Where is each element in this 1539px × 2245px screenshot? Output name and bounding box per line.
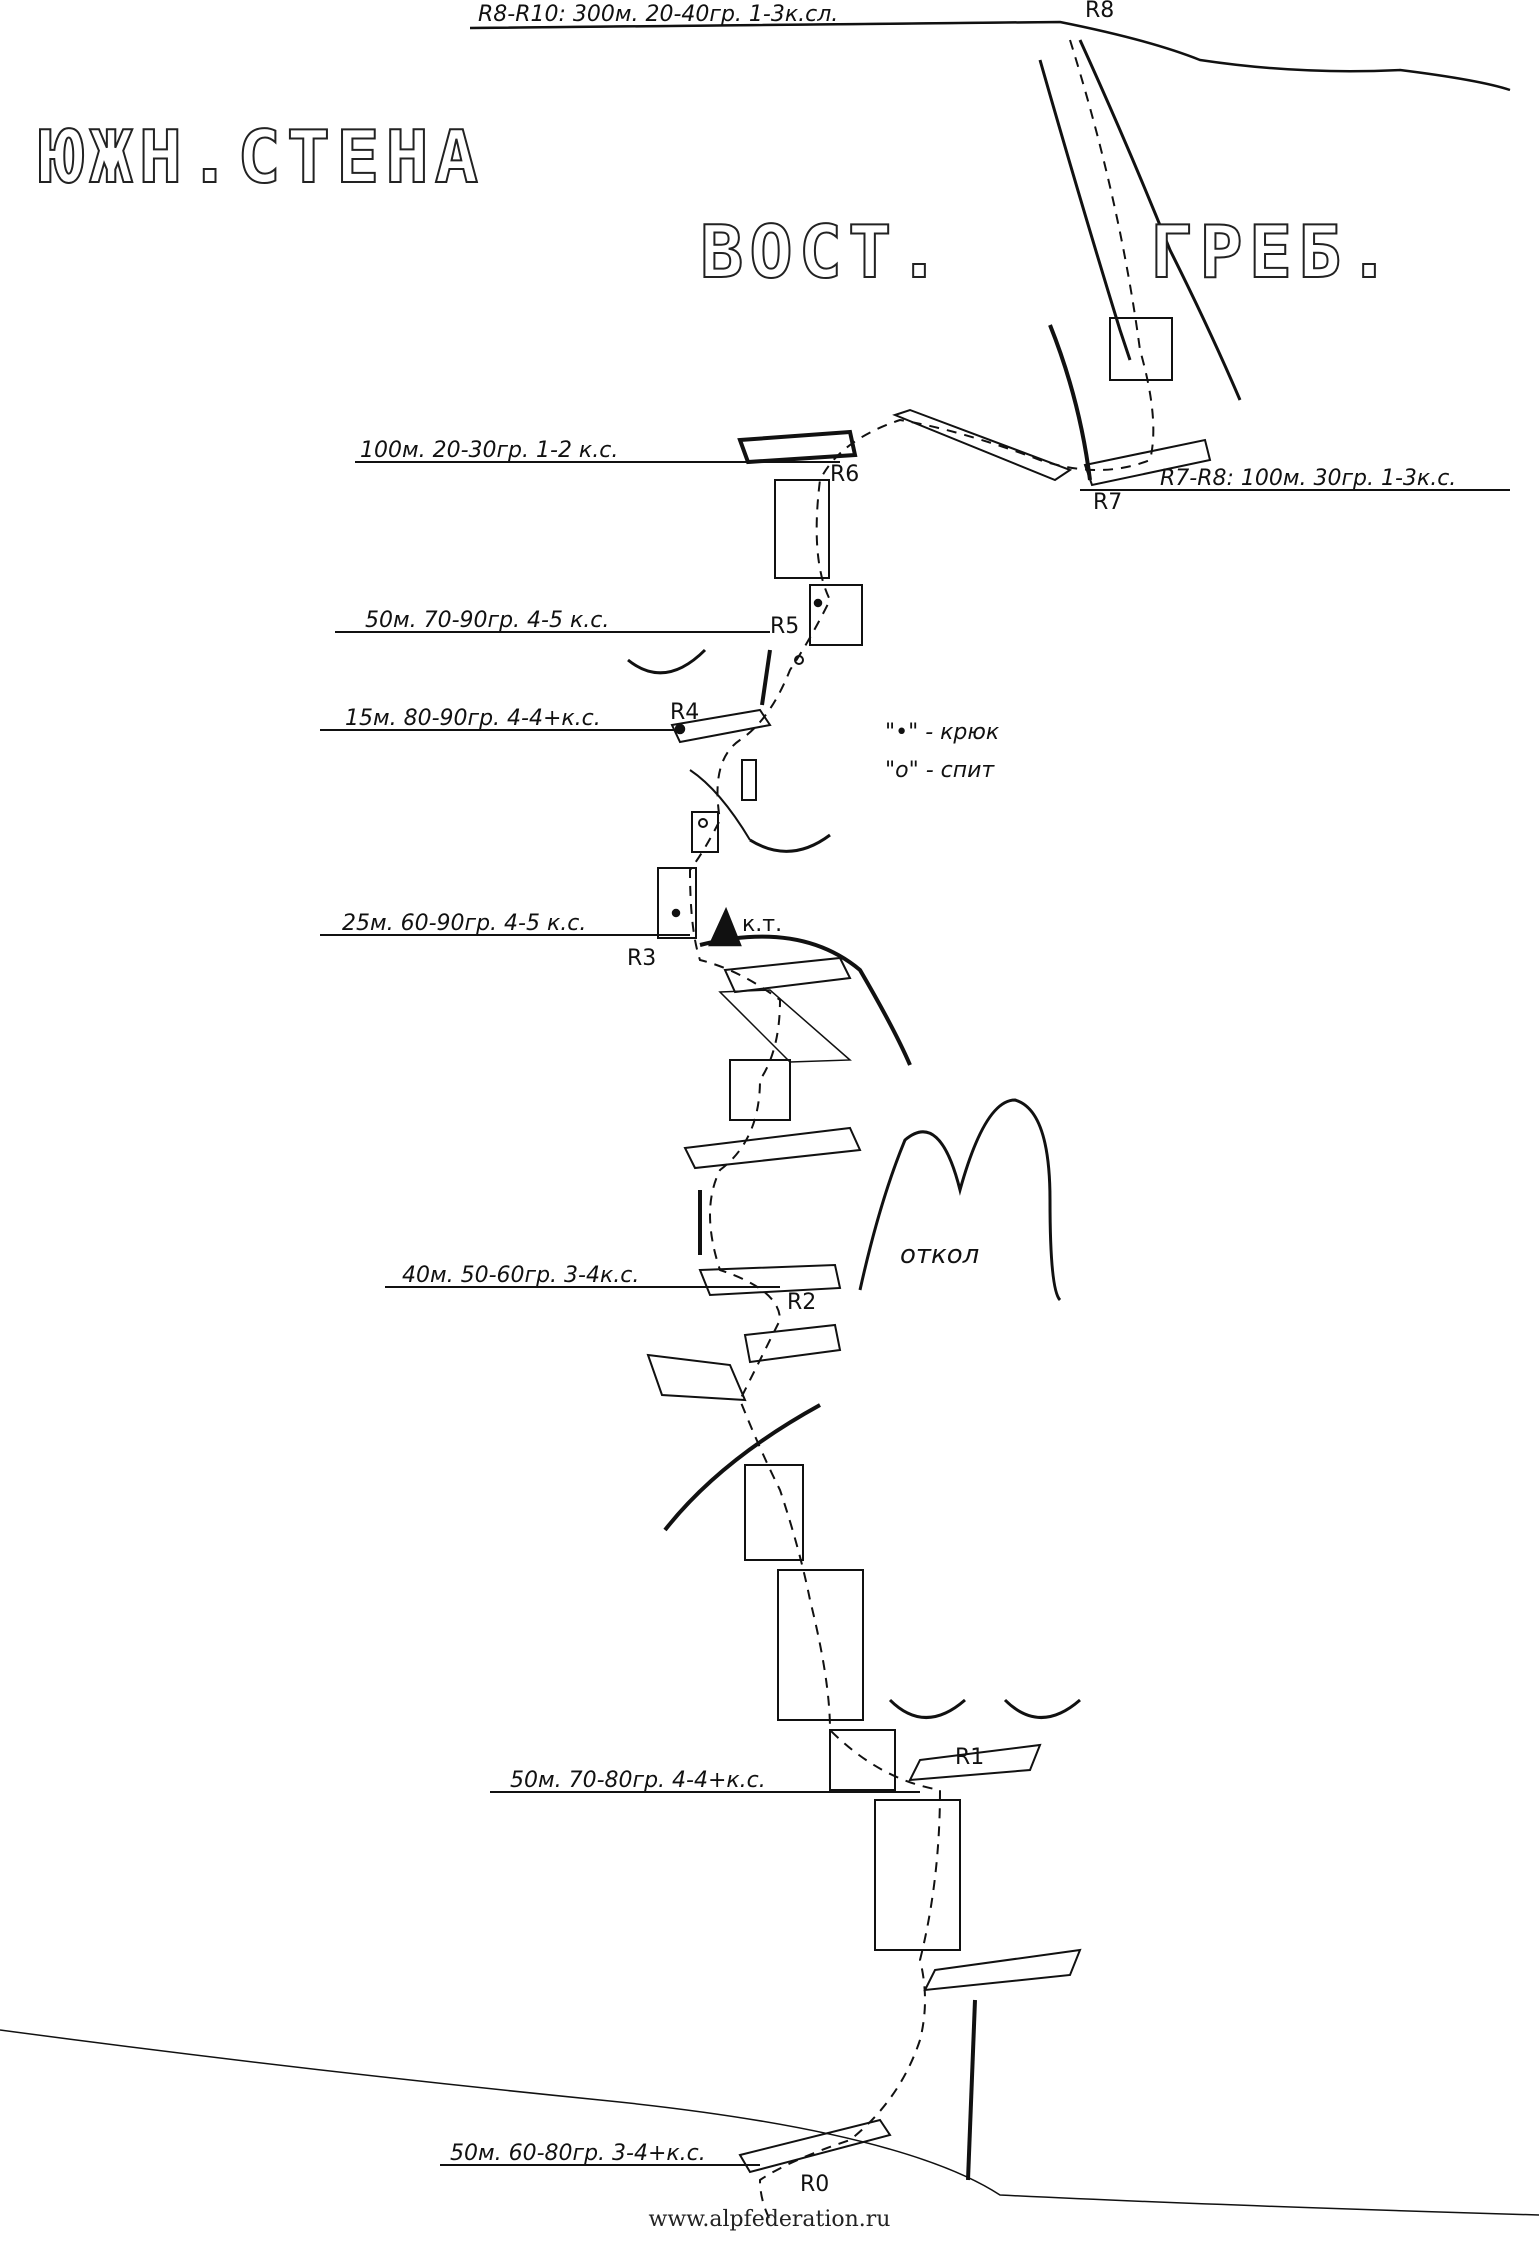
belay-r7: R7 <box>1093 490 1123 515</box>
pitch-block <box>777 1569 864 1721</box>
piton-marker <box>674 723 686 735</box>
pitch-label-r3: 25м. 60-90гр. 4-5 к.с. <box>342 911 587 936</box>
footer-url: www.alpfederation.ru <box>648 2207 891 2232</box>
pitch-label-r6: 100м. 20-30гр. 1-2 к.с. <box>360 438 619 463</box>
pitch-block <box>774 479 830 579</box>
piton-marker <box>671 908 681 918</box>
ridge-line <box>469 20 1511 92</box>
gully-left-line <box>1038 59 1132 361</box>
pitch-block <box>657 867 697 939</box>
pitch-label-r0: 50м. 60-80гр. 3-4+к.с. <box>450 2141 706 2166</box>
title-line-1: ЮЖН.СТЕНА <box>39 114 485 200</box>
control-point-marker <box>708 906 742 947</box>
gully-side-line <box>1048 324 1092 481</box>
belay-r5: R5 <box>770 614 800 639</box>
belay-r1: R1 <box>955 1745 985 1770</box>
pitch-label-r1: 50м. 70-80гр. 4-4+к.с. <box>510 1768 766 1793</box>
crack-line <box>760 649 772 706</box>
pitch-block <box>923 1948 1082 1992</box>
pitch-block <box>744 1464 804 1561</box>
arch-line <box>663 1403 821 1532</box>
pitch-block <box>908 1743 1042 1782</box>
overhang <box>749 833 831 853</box>
crack-line <box>966 1999 977 2181</box>
pitch-block <box>892 408 1073 482</box>
pitch-label-r4: 15м. 80-90гр. 4-4+к.с. <box>345 706 601 731</box>
pitch-block <box>737 429 858 465</box>
pitch-block <box>670 708 772 744</box>
belay-r0: R0 <box>800 2172 830 2197</box>
overhang <box>888 1698 966 1719</box>
pitch-block <box>729 1059 791 1121</box>
piton-marker <box>813 598 823 608</box>
gully-right-line <box>1078 39 1242 401</box>
pitch-block <box>691 811 719 853</box>
crack-line <box>689 769 751 841</box>
pitch-block <box>738 2118 892 2174</box>
pitch-label-r7-r8: R7-R8: 100м. 30гр. 1-3к.с. <box>1160 466 1457 491</box>
pitch-block <box>874 1799 961 1951</box>
pitch-block <box>1083 438 1212 487</box>
flake-outline <box>858 1098 1062 1302</box>
belay-r4: R4 <box>670 700 700 725</box>
pitch-block <box>809 584 863 646</box>
bolt-marker <box>794 655 804 665</box>
pitch-label-r2: 40м. 50-60гр. 3-4к.с. <box>402 1263 640 1288</box>
belay-r8: R8 <box>1085 0 1115 23</box>
title-line-2: ВОСТ. <box>699 209 947 295</box>
pitch-label-r8-r10: R8-R10: 300м. 20-40гр. 1-3к.сл. <box>478 2 839 27</box>
belay-r6: R6 <box>830 462 860 487</box>
pitch-block <box>646 1353 747 1402</box>
pitch-block <box>718 989 852 1063</box>
overhang <box>1003 1698 1081 1719</box>
pitch-block <box>1109 317 1173 381</box>
pitch-block <box>741 759 757 801</box>
pitch-label-r5: 50м. 70-90гр. 4-5 к.с. <box>365 608 610 633</box>
base-slope-line <box>0 2029 1539 2216</box>
control-point-label: к.т. <box>742 912 783 937</box>
pitch-block <box>829 1729 896 1791</box>
pitch-block <box>743 1323 842 1364</box>
legend-bolt: "o" - спит <box>885 758 995 783</box>
overhang <box>627 648 707 675</box>
belay-r3: R3 <box>627 946 657 971</box>
leader-line <box>469 21 1061 29</box>
bolt-marker <box>698 818 708 828</box>
title-line-3: ГРЕБ. <box>1149 209 1397 295</box>
flake-label: откол <box>900 1240 980 1270</box>
belay-r2: R2 <box>787 1290 817 1315</box>
pitch-block <box>723 956 852 994</box>
legend-piton: "•" - крюк <box>885 720 1000 745</box>
pitch-block <box>683 1126 862 1170</box>
arch-line <box>699 934 912 1066</box>
route-dashed-line <box>688 39 1155 2221</box>
